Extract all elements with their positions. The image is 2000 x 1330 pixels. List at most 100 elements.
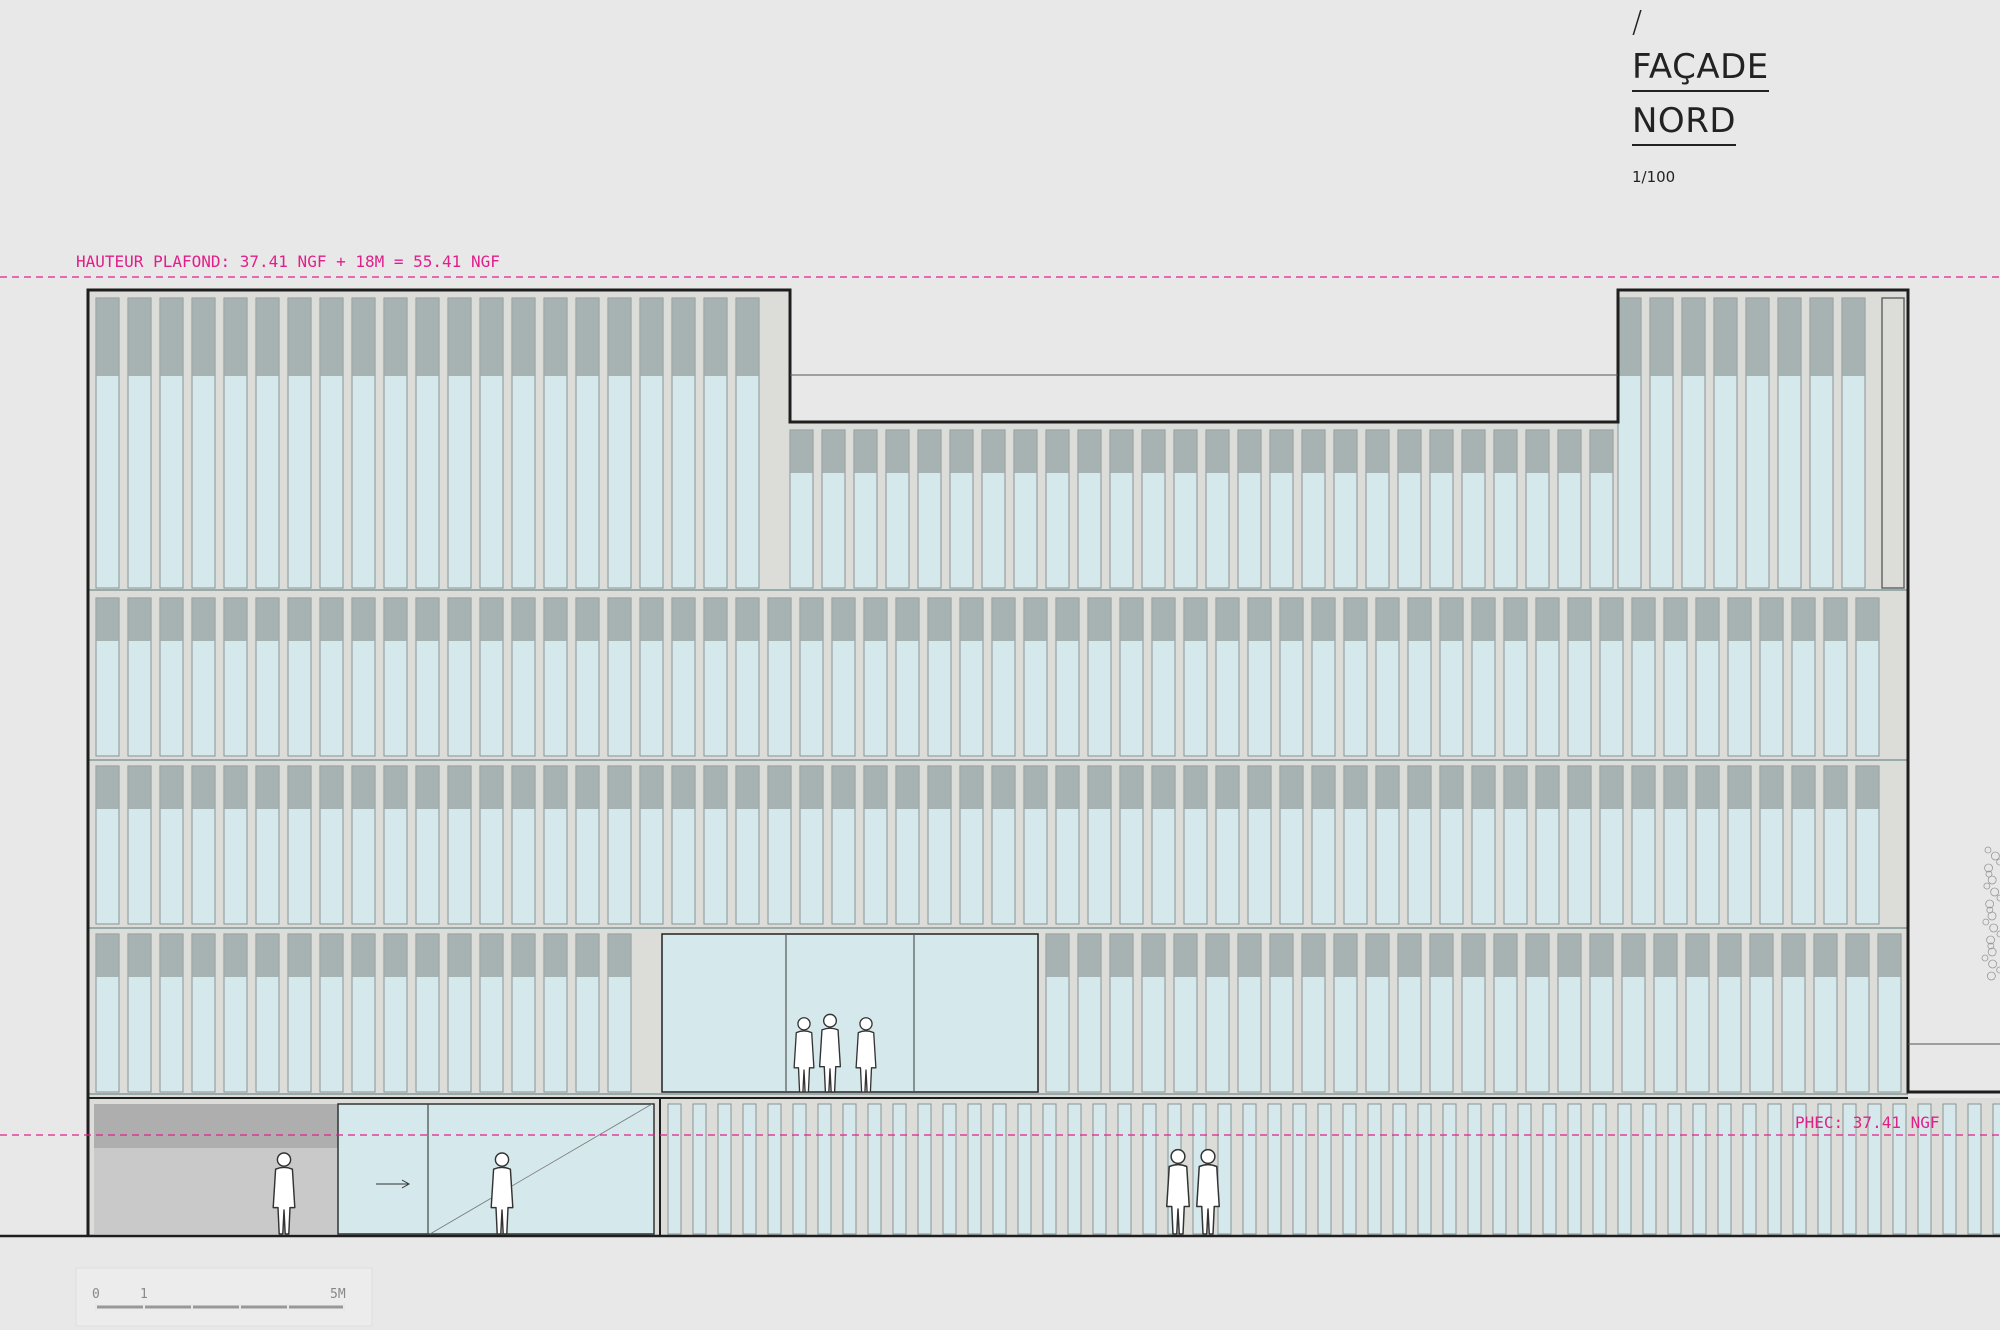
tree-leaf xyxy=(1984,846,1992,854)
ceiling-height-annotation: HAUTEUR PLAFOND: 37.41 NGF + 18M = 55.41… xyxy=(76,252,500,271)
floor-1-window-shadow xyxy=(1376,598,1399,641)
ground-colonnade xyxy=(667,1103,2000,1235)
drawing-scale: 1/100 xyxy=(1632,168,1676,186)
floor-1-window-shadow xyxy=(512,598,535,641)
west-top-window-shadow xyxy=(576,298,599,376)
west-top-window-shadow xyxy=(736,298,759,376)
floor-1-window-shadow xyxy=(384,598,407,641)
floor-2-window-shadow xyxy=(416,766,439,809)
colonnade-pane xyxy=(1317,1103,1332,1235)
east-top-window-shadow xyxy=(1746,298,1769,376)
floor-1-window-shadow xyxy=(1248,598,1271,641)
central-top-window-shadow xyxy=(886,430,909,473)
floor-2-window-shadow xyxy=(1152,766,1175,809)
floor-3-west-window-shadow xyxy=(576,934,599,977)
tree-leaf xyxy=(1990,851,2000,861)
floor-2-window-shadow xyxy=(1536,766,1559,809)
colonnade-pane xyxy=(1667,1103,1682,1235)
colonnade-pane xyxy=(1342,1103,1357,1235)
person-head xyxy=(1200,1148,1216,1165)
floor-2-window-shadow xyxy=(1728,766,1751,809)
floor-2-window-shadow xyxy=(1760,766,1783,809)
central-top-window-shadow xyxy=(918,430,941,473)
colonnade-pane xyxy=(1617,1103,1632,1235)
colonnade-pane xyxy=(1392,1103,1407,1235)
lobby-glass-reflection xyxy=(429,1103,653,1235)
floor-1-window-shadow xyxy=(1600,598,1623,641)
floor-1-window-shadow xyxy=(992,598,1015,641)
east-top-window-shadow xyxy=(1714,298,1737,376)
east-top-window-shadow xyxy=(1650,298,1673,376)
floor-1-window-shadow xyxy=(1216,598,1239,641)
west-top-window-shadow xyxy=(96,298,119,376)
colonnade-pane xyxy=(1492,1103,1507,1235)
central-top-window-shadow xyxy=(1462,430,1485,473)
floor-3-east-window-shadow xyxy=(1878,934,1901,977)
floor-1-window-shadow xyxy=(1536,598,1559,641)
floor-1-window-shadow xyxy=(1472,598,1495,641)
floor-2-window-shadow xyxy=(320,766,343,809)
floor-2-window-shadow xyxy=(1792,766,1815,809)
floor-2-window-shadow xyxy=(800,766,823,809)
central-top-window-shadow xyxy=(1526,430,1549,473)
central-top-window-shadow xyxy=(1174,430,1197,473)
floor-3-east-window-shadow xyxy=(1430,934,1453,977)
title-nord: NORD xyxy=(1632,100,1736,146)
pedestrian-pair-2 xyxy=(1196,1148,1220,1235)
person-body xyxy=(272,1166,296,1235)
entry-arrow-head xyxy=(401,1179,411,1189)
central-top-window-shadow xyxy=(1270,430,1293,473)
floor-3-east-window-shadow xyxy=(1590,934,1613,977)
tree-leaf xyxy=(1987,875,1997,885)
floor-3-east-window-shadow xyxy=(1750,934,1773,977)
scale-label-5m: 5M xyxy=(330,1287,346,1302)
floor-2-window-shadow xyxy=(224,766,247,809)
west-top-window-shadow xyxy=(672,298,695,376)
floor-2-window-shadow xyxy=(1664,766,1687,809)
person-head xyxy=(859,1017,873,1031)
floor-2-window-shadow xyxy=(1248,766,1271,809)
west-top-window-shadow xyxy=(704,298,727,376)
building-outline xyxy=(86,288,2000,1236)
floor-3-east-group xyxy=(1045,933,1902,1093)
floor-2-window-shadow xyxy=(768,766,791,809)
tree-leaf xyxy=(1987,947,1997,957)
tree-leaf xyxy=(1986,971,1996,981)
colonnade-pane xyxy=(1367,1103,1382,1235)
floor-1-window-shadow xyxy=(1664,598,1687,641)
east-top-window-shadow xyxy=(1842,298,1865,376)
colonnade-pane xyxy=(1792,1103,1807,1235)
colonnade-pane xyxy=(1567,1103,1582,1235)
floor-3-east-window-shadow xyxy=(1078,934,1101,977)
person-body xyxy=(793,1030,815,1093)
central-top-window-shadow xyxy=(1078,430,1101,473)
central-top-window-shadow xyxy=(1558,430,1581,473)
colonnade-pane xyxy=(1217,1103,1232,1235)
floor-2-window-shadow xyxy=(1856,766,1879,809)
colonnade-pane xyxy=(1467,1103,1482,1235)
colonnade-pane xyxy=(1092,1103,1107,1235)
floor-1-window-shadow xyxy=(1184,598,1207,641)
floor-3-east-window-shadow xyxy=(1270,934,1293,977)
colonnade-pane xyxy=(1292,1103,1307,1235)
floor-1-window-shadow xyxy=(1856,598,1879,641)
floor-3-west-window-shadow xyxy=(608,934,631,977)
tree-leaf xyxy=(1996,966,2000,974)
floor-2-window-shadow xyxy=(1056,766,1079,809)
colonnade-pane xyxy=(942,1103,957,1235)
floor-1-window-shadow xyxy=(1440,598,1463,641)
west-top-window-shadow xyxy=(480,298,503,376)
floor-3-west-window-shadow xyxy=(160,934,183,977)
floor-1-window-shadow xyxy=(224,598,247,641)
west-top-window-shadow xyxy=(192,298,215,376)
human-figures xyxy=(272,1013,1220,1235)
person-body xyxy=(855,1030,877,1093)
floor-1-window-shadow xyxy=(288,598,311,641)
west-top-window-shadow xyxy=(384,298,407,376)
floor-3-east-window-shadow xyxy=(1238,934,1261,977)
floor-2-window-shadow xyxy=(288,766,311,809)
tree-leaf xyxy=(1988,959,1997,969)
atrium-person-2 xyxy=(818,1013,842,1093)
floor-2-window-shadow xyxy=(1696,766,1719,809)
colonnade-pane xyxy=(892,1103,907,1235)
